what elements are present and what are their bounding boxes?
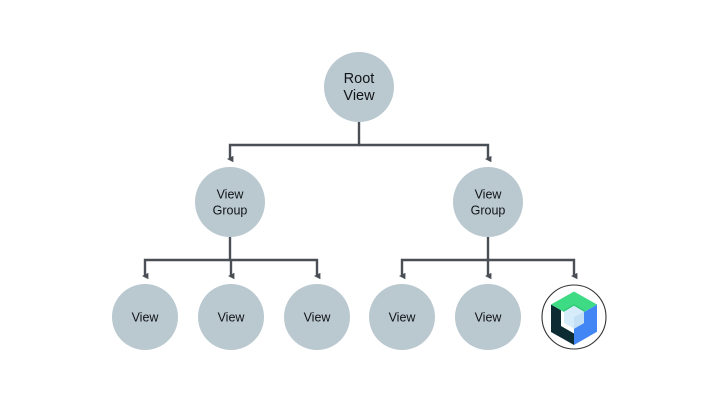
node-view-group-left-label-line-2: Group — [213, 203, 248, 217]
edge-root-to-viewgroup-left — [227, 122, 361, 163]
edge-viewgroup-right-to-compose — [488, 258, 578, 280]
node-view-leaf-4-circle — [369, 284, 435, 350]
node-view-group-right-label-line-1: View — [475, 187, 503, 201]
edge-root-to-viewgroup-right — [359, 143, 492, 163]
node-view-group-left-label-line-1: View — [217, 187, 245, 201]
node-view-group-right-circle — [453, 167, 523, 237]
node-compose[interactable] — [541, 284, 607, 350]
node-root-view[interactable]: Root View — [324, 52, 394, 122]
node-view-group-right-label-line-2: Group — [471, 203, 506, 217]
node-root-view-label-line-2: View — [343, 88, 375, 104]
edge-group-right — [399, 237, 578, 280]
edge-viewgroup-left-to-view-1 — [142, 258, 230, 280]
edge-group-root — [227, 122, 492, 163]
node-view-leaf-1-label: View — [132, 310, 160, 324]
node-view-leaf-2-label: View — [218, 310, 246, 324]
edge-viewgroup-left-to-view-3 — [230, 258, 321, 280]
node-view-leaf-5-circle — [455, 284, 521, 350]
node-view-leaf-3[interactable]: View — [284, 284, 350, 350]
compose-logo-left-face — [551, 304, 574, 345]
node-view-leaf-4-label: View — [389, 310, 417, 324]
node-root-view-label-line-1: Root — [344, 71, 375, 87]
edge-viewgroup-right-to-view-4 — [399, 258, 488, 280]
node-view-leaf-5[interactable]: View — [455, 284, 521, 350]
node-view-group-right[interactable]: View Group — [453, 167, 523, 237]
node-view-leaf-2-circle — [198, 284, 264, 350]
node-view-leaf-1-circle — [112, 284, 178, 350]
node-view-group-left[interactable]: View Group — [195, 167, 265, 237]
node-view-group-left-circle — [195, 167, 265, 237]
edge-group-left — [142, 237, 321, 280]
node-root-view-circle — [324, 52, 394, 122]
node-view-leaf-3-circle — [284, 284, 350, 350]
jetpack-compose-logo-icon — [551, 291, 597, 345]
node-view-leaf-4[interactable]: View — [369, 284, 435, 350]
node-view-leaf-2[interactable]: View — [198, 284, 264, 350]
node-view-leaf-5-label: View — [475, 310, 503, 324]
compose-logo-inner-hexagon-shadow — [574, 311, 584, 329]
node-view-leaf-1[interactable]: View — [112, 284, 178, 350]
node-view-leaf-3-label: View — [304, 310, 332, 324]
